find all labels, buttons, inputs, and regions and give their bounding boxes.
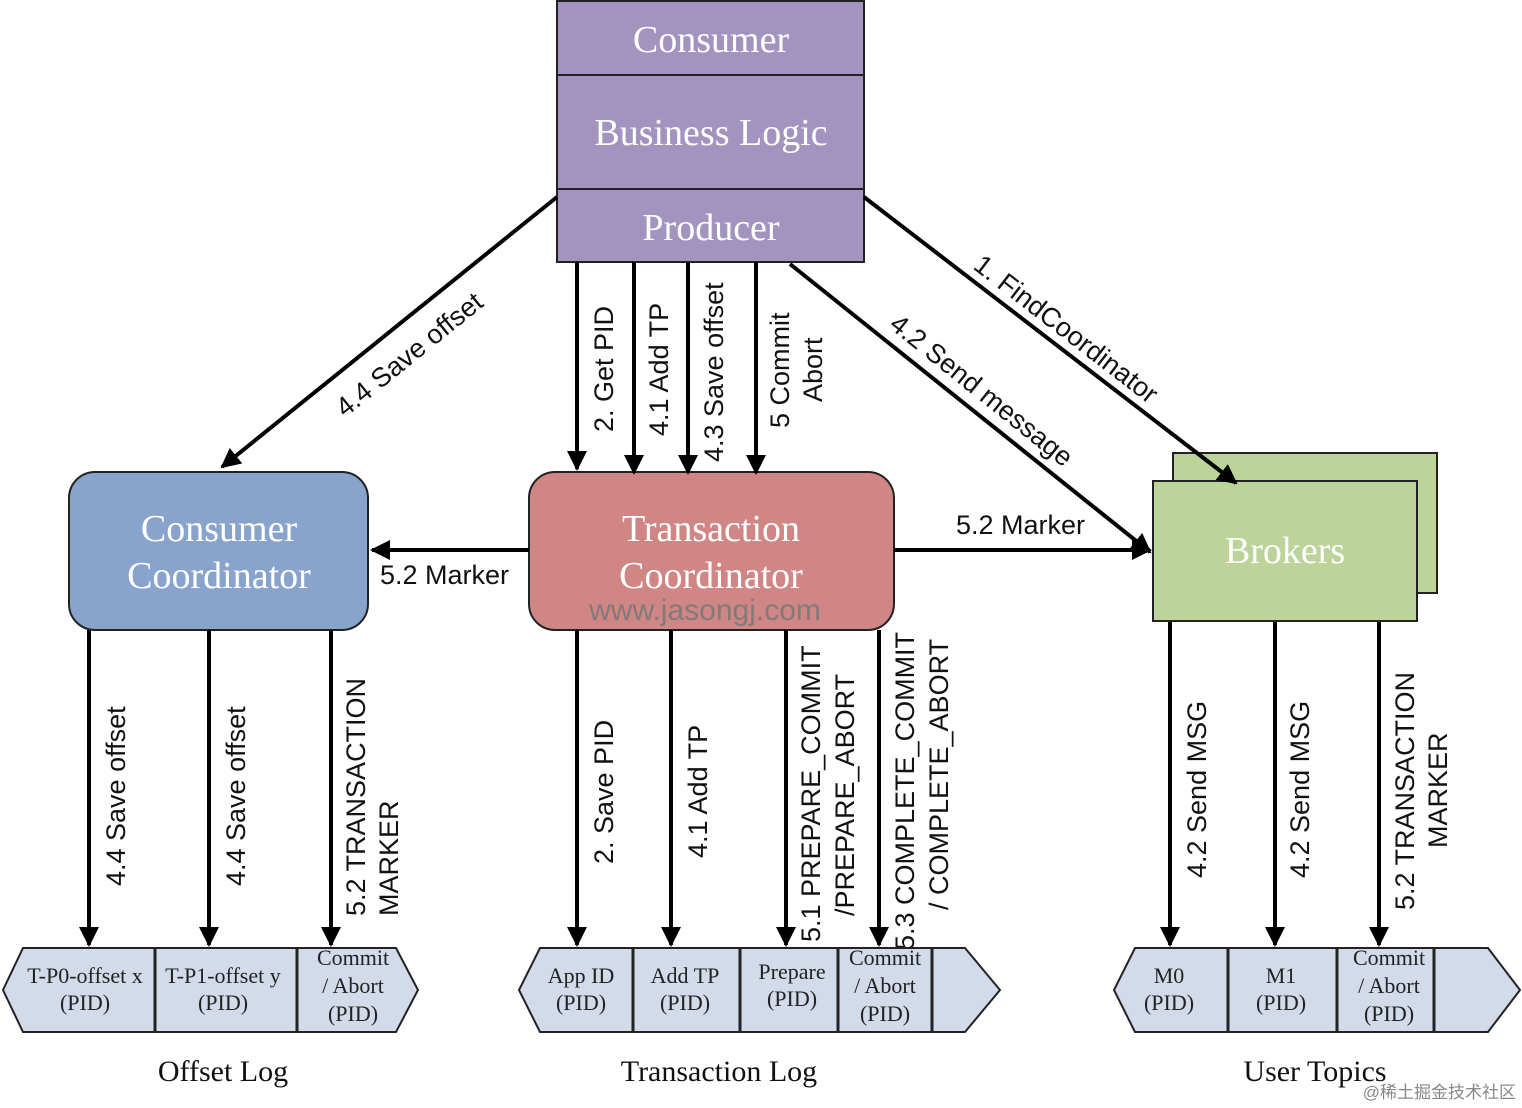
label-txn-add-tp: 4.1 Add TP [683,725,713,858]
label-txn-save-pid: 2. Save PID [589,720,619,864]
label-get-pid: 2. Get PID [589,306,619,432]
transaction-log-cell-1-line1: App ID [548,963,615,988]
offset-log-cell-2-line1: T-P1-offset y [165,963,281,988]
label-topic-send-1: 4.2 Send MSG [1182,701,1212,878]
transaction-log: App ID (PID) Add TP (PID) Prepare (PID) … [517,945,1002,1088]
brokers: Brokers [1152,452,1438,622]
consumer-section [556,0,865,76]
user-topics-cell-3-line3: (PID) [1364,1001,1414,1026]
label-add-tp: 4.1 Add TP [644,303,674,436]
label-txn-prepare-2: /PREPARE_ABORT [830,674,860,916]
offset-log: T-P0-offset x (PID) T-P1-offset y (PID) … [1,945,420,1088]
footer-credit: @稀土掘金技术社区 [1363,1083,1516,1102]
transaction-coordinator: Transaction Coordinator www.jasongj.com [528,471,895,631]
user-topics-cell-3-line2: / Abort [1358,973,1420,998]
offset-log-cell-1-line1: T-P0-offset x [27,963,143,988]
user-topics-cell-1-line2: (PID) [1144,990,1194,1015]
label-topic-marker-1: 5.2 TRANSACTION [1390,672,1420,910]
offset-log-caption: Offset Log [158,1055,288,1088]
label-offset-marker-2: MARKER [374,800,404,916]
producer-section [556,188,865,263]
label-offset-marker-1: 5.2 TRANSACTION [341,678,371,916]
transaction-coordinator-line1: Transaction [622,508,800,550]
offset-log-cell-1-line2: (PID) [60,990,110,1015]
transaction-log-cell-2-line1: Add TP [651,963,720,988]
consumer-coordinator-box [68,471,369,631]
transaction-log-cell-2-line2: (PID) [660,990,710,1015]
label-save-offset-43: 4.3 Save offset [699,282,729,462]
offset-log-cell-3-line2: / Abort [322,973,384,998]
label-topic-send-2: 4.2 Send MSG [1285,701,1315,878]
offset-log-cell-3-line1: Commit [317,945,389,970]
label-save-offset-44: 4.4 Save offset [330,286,489,422]
transaction-log-shape [517,947,1002,1033]
business-logic-section [556,74,865,190]
brokers-label: Brokers [1225,530,1345,572]
label-commit-abort-2: Abort [798,337,828,402]
transaction-log-cell-1-line2: (PID) [556,990,606,1015]
consumer-coordinator-line2: Coordinator [127,555,311,597]
consumer-coordinator-line1: Consumer [141,508,298,550]
offset-log-cell-2-line2: (PID) [198,990,248,1015]
watermark: www.jasongj.com [588,594,821,627]
label-offset-save-2: 4.4 Save offset [221,706,251,886]
producer-block: Consumer Business Logic Producer [556,0,865,263]
user-topics-cell-2-line1: M1 [1266,963,1297,988]
offset-log-shape [1,947,420,1033]
transaction-log-cell-4-line1: Commit [849,945,921,970]
label-marker-left: 5.2 Marker [380,560,509,590]
transaction-log-cell-3-line1: Prepare [758,959,825,984]
offset-log-cell-3-line3: (PID) [328,1001,378,1026]
label-topic-marker-2: MARKER [1423,732,1453,848]
transaction-coordinator-line2: Coordinator [619,555,803,597]
label-txn-complete-1: 5.3 COMPLETE_COMMIT [890,632,920,950]
transaction-log-caption: Transaction Log [621,1055,817,1088]
transaction-log-cell-4-line3: (PID) [860,1001,910,1026]
arrow-find-coordinator [862,195,1238,485]
consumer-label: Consumer [633,19,790,61]
user-topics-shape [1112,947,1522,1033]
user-topics: M0 (PID) M1 (PID) Commit / Abort (PID) U… [1112,945,1522,1088]
label-txn-complete-2: / COMPLETE_ABORT [924,639,954,910]
consumer-coordinator: Consumer Coordinator [68,471,369,631]
user-topics-cell-1-line1: M0 [1154,963,1185,988]
business-logic-label: Business Logic [594,112,827,154]
user-topics-caption: User Topics [1243,1055,1386,1088]
label-txn-prepare-1: 5.1 PREPARE_COMMIT [796,645,826,942]
brokers-front-box [1152,480,1418,622]
label-commit-abort-1: 5 Commit [765,312,795,428]
label-marker-right: 5.2 Marker [956,510,1085,540]
label-offset-save-1: 4.4 Save offset [101,706,131,886]
transaction-log-cell-3-line2: (PID) [767,986,817,1011]
transaction-log-cell-4-line2: / Abort [854,973,916,998]
arrow-send-message [788,262,1152,554]
user-topics-cell-3-line1: Commit [1353,945,1425,970]
producer-label: Producer [642,207,780,249]
arrow-save-offset-to-consumer-coordinator [220,195,559,469]
user-topics-cell-2-line2: (PID) [1256,990,1306,1015]
